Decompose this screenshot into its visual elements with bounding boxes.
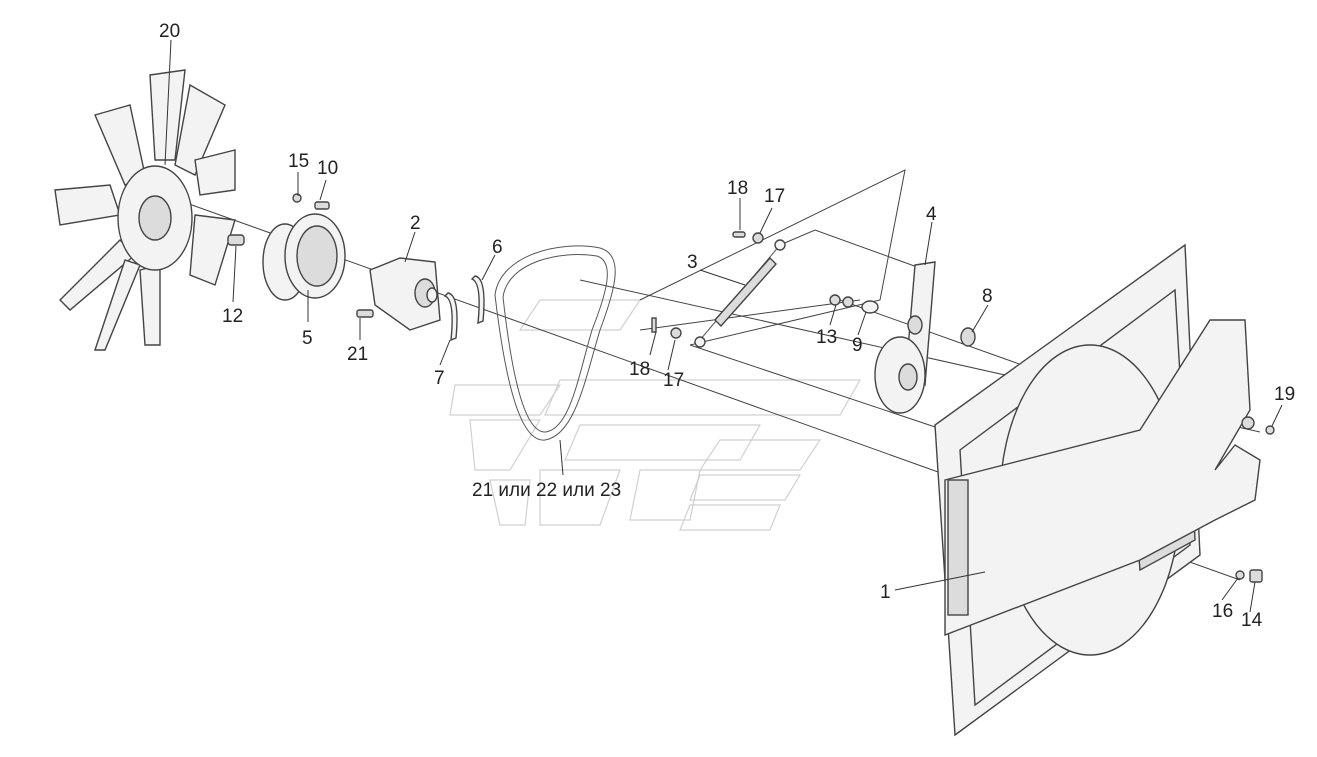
pulley-part-5: [262, 213, 346, 301]
label-10: 10: [317, 158, 338, 179]
label-1: 1: [880, 582, 891, 603]
label-2: 2: [410, 213, 421, 234]
label-18-bottom: 18: [629, 359, 650, 380]
bolts: [227, 193, 374, 318]
label-21: 21: [347, 344, 368, 365]
label-8: 8: [982, 286, 993, 307]
label-16: 16: [1212, 601, 1233, 622]
label-3: 3: [687, 252, 698, 273]
label-7: 7: [434, 368, 445, 389]
label-belt: 21 или 22 или 23: [472, 480, 621, 501]
label-13: 13: [816, 327, 837, 348]
label-14: 14: [1241, 610, 1263, 631]
label-19: 19: [1274, 384, 1295, 405]
label-12: 12: [222, 306, 243, 327]
label-9: 9: [852, 335, 863, 356]
part-labels: 20 15 10 12 5 21 2 7 6 3 18 17 18 17 13 …: [159, 21, 1295, 631]
label-4: 4: [926, 204, 937, 225]
spring-part-3: [651, 231, 786, 348]
hub-part-2: [369, 257, 441, 331]
label-17-top: 17: [764, 186, 785, 207]
clips-part-6-7: [443, 275, 485, 342]
fan-part-20: [54, 69, 236, 351]
label-20: 20: [159, 21, 180, 42]
label-15: 15: [288, 151, 309, 172]
belt-part-21-22-23: [494, 245, 616, 441]
label-18-top: 18: [727, 178, 748, 199]
tensioner-parts-4-8-9-13: [829, 261, 976, 414]
watermark-logo: [449, 299, 862, 531]
label-17-bottom: 17: [663, 370, 684, 391]
label-6: 6: [492, 237, 503, 258]
shroud-part-1: [934, 243, 1275, 737]
leader-lines: [164, 39, 1283, 613]
label-5: 5: [302, 328, 313, 349]
